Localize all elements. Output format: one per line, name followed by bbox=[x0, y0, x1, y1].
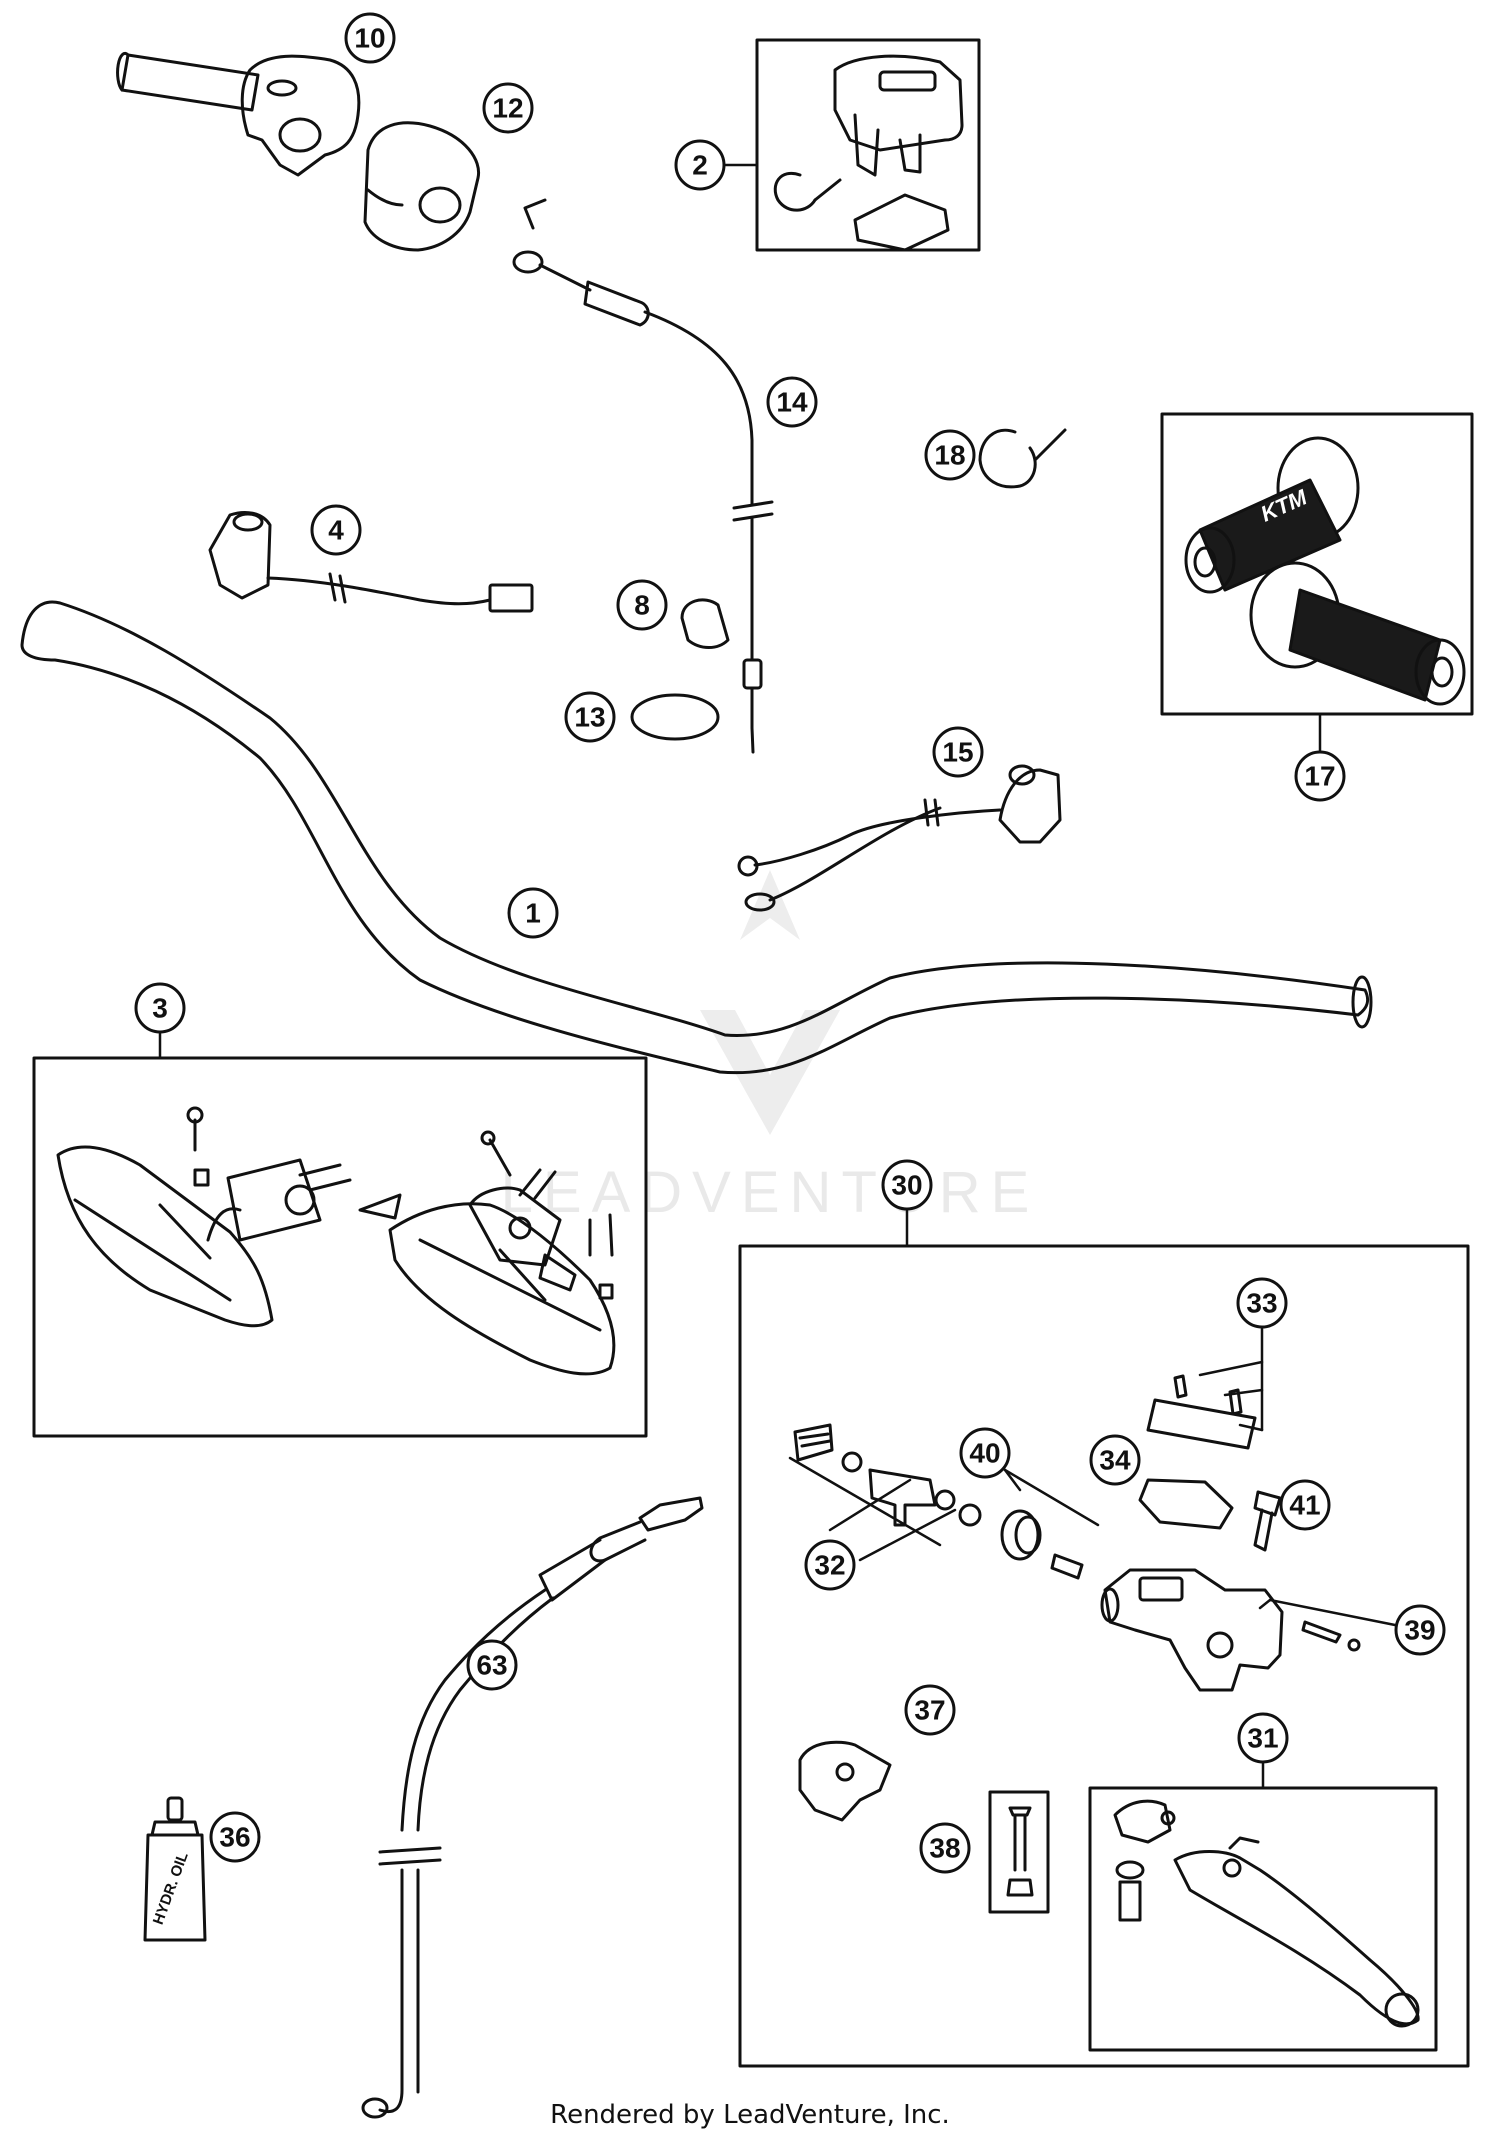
master-cylinder-group bbox=[793, 1374, 1420, 2028]
callout-circle-3 bbox=[134, 982, 186, 1034]
throttle-grip bbox=[116, 51, 361, 177]
callout-41: 41 bbox=[1289, 1490, 1320, 1521]
callout-34: 34 bbox=[1099, 1445, 1131, 1476]
callouts bbox=[134, 12, 1446, 1874]
callout-1: 1 bbox=[525, 898, 541, 929]
callout-12: 12 bbox=[492, 93, 523, 124]
oil-bottle: HYDR. OIL bbox=[143, 1796, 207, 1942]
callout-39: 39 bbox=[1404, 1615, 1435, 1646]
o-ring bbox=[630, 693, 720, 741]
lever-switch bbox=[737, 764, 1062, 912]
callout-circle-33 bbox=[1236, 1277, 1288, 1329]
callout-63: 63 bbox=[476, 1650, 507, 1681]
callout-10: 10 bbox=[354, 23, 385, 54]
callout-15: 15 bbox=[942, 737, 973, 768]
callout-17: 17 bbox=[1304, 761, 1335, 792]
callout-labels: 1 2 3 4 8 10 12 13 14 15 17 18 30 31 32 … bbox=[152, 23, 1435, 1864]
callout-circle-13 bbox=[564, 691, 616, 743]
callout-circle-10 bbox=[344, 12, 396, 64]
group-box-17 bbox=[1160, 412, 1474, 716]
callout-circle-1 bbox=[507, 887, 559, 939]
callout-36: 36 bbox=[219, 1822, 250, 1853]
handlebar bbox=[20, 600, 1373, 1075]
callout-circle-37 bbox=[904, 1684, 956, 1736]
group-box-2 bbox=[755, 38, 981, 252]
callout-circle-39 bbox=[1394, 1604, 1446, 1656]
leader-lines bbox=[158, 163, 1397, 1790]
callout-18: 18 bbox=[934, 440, 965, 471]
callout-8: 8 bbox=[634, 590, 650, 621]
callout-40: 40 bbox=[969, 1438, 1000, 1469]
throttle-cable bbox=[512, 198, 774, 754]
callout-33: 33 bbox=[1246, 1288, 1277, 1319]
callout-37: 37 bbox=[914, 1695, 945, 1726]
cable-tie bbox=[978, 428, 1067, 489]
switch-assembly bbox=[773, 54, 964, 252]
bottle-label: HYDR. OIL bbox=[150, 1850, 192, 1927]
callout-circle-4 bbox=[310, 504, 362, 556]
group-box-38 bbox=[988, 1790, 1050, 1914]
callout-3: 3 bbox=[152, 993, 168, 1024]
callout-circle-31 bbox=[1237, 1712, 1289, 1764]
watermark-text: LEADVENTURE bbox=[501, 1160, 1040, 1225]
callout-circle-30 bbox=[881, 1159, 933, 1211]
hand-guard-kit bbox=[56, 1106, 616, 1376]
callout-14: 14 bbox=[776, 387, 808, 418]
callout-circle-38 bbox=[919, 1822, 971, 1874]
callout-circle-14 bbox=[766, 376, 818, 428]
callout-circle-40 bbox=[959, 1427, 1011, 1479]
callout-4: 4 bbox=[328, 515, 344, 546]
watermark: LEADVENTURE bbox=[501, 870, 1040, 1225]
callout-30: 30 bbox=[891, 1170, 922, 1201]
callout-circle-63 bbox=[466, 1639, 518, 1691]
hydraulic-line bbox=[361, 1496, 704, 2119]
grip-set: KTM bbox=[1184, 436, 1466, 706]
callout-13: 13 bbox=[574, 702, 605, 733]
callout-circle-12 bbox=[482, 82, 534, 134]
group-box-3 bbox=[32, 1056, 648, 1438]
callout-circle-41 bbox=[1279, 1479, 1331, 1531]
throttle-cover bbox=[363, 121, 481, 252]
callout-circle-34 bbox=[1089, 1434, 1141, 1486]
callout-circle-17 bbox=[1294, 750, 1346, 802]
callout-31: 31 bbox=[1247, 1723, 1278, 1754]
footer-credit: Rendered by LeadVenture, Inc. bbox=[550, 2100, 950, 2130]
kill-switch bbox=[208, 511, 534, 613]
callout-circle-15 bbox=[932, 726, 984, 778]
callout-2: 2 bbox=[692, 150, 708, 181]
group-box-31 bbox=[1088, 1786, 1438, 2052]
callout-circle-32 bbox=[804, 1539, 856, 1591]
callout-32: 32 bbox=[814, 1550, 845, 1581]
clip bbox=[680, 598, 730, 649]
callout-circle-8 bbox=[616, 579, 668, 631]
callout-38: 38 bbox=[929, 1833, 960, 1864]
callout-circle-36 bbox=[209, 1811, 261, 1863]
callout-circle-2 bbox=[674, 139, 726, 191]
group-box-30 bbox=[738, 1244, 1470, 2068]
callout-circle-18 bbox=[924, 429, 976, 481]
